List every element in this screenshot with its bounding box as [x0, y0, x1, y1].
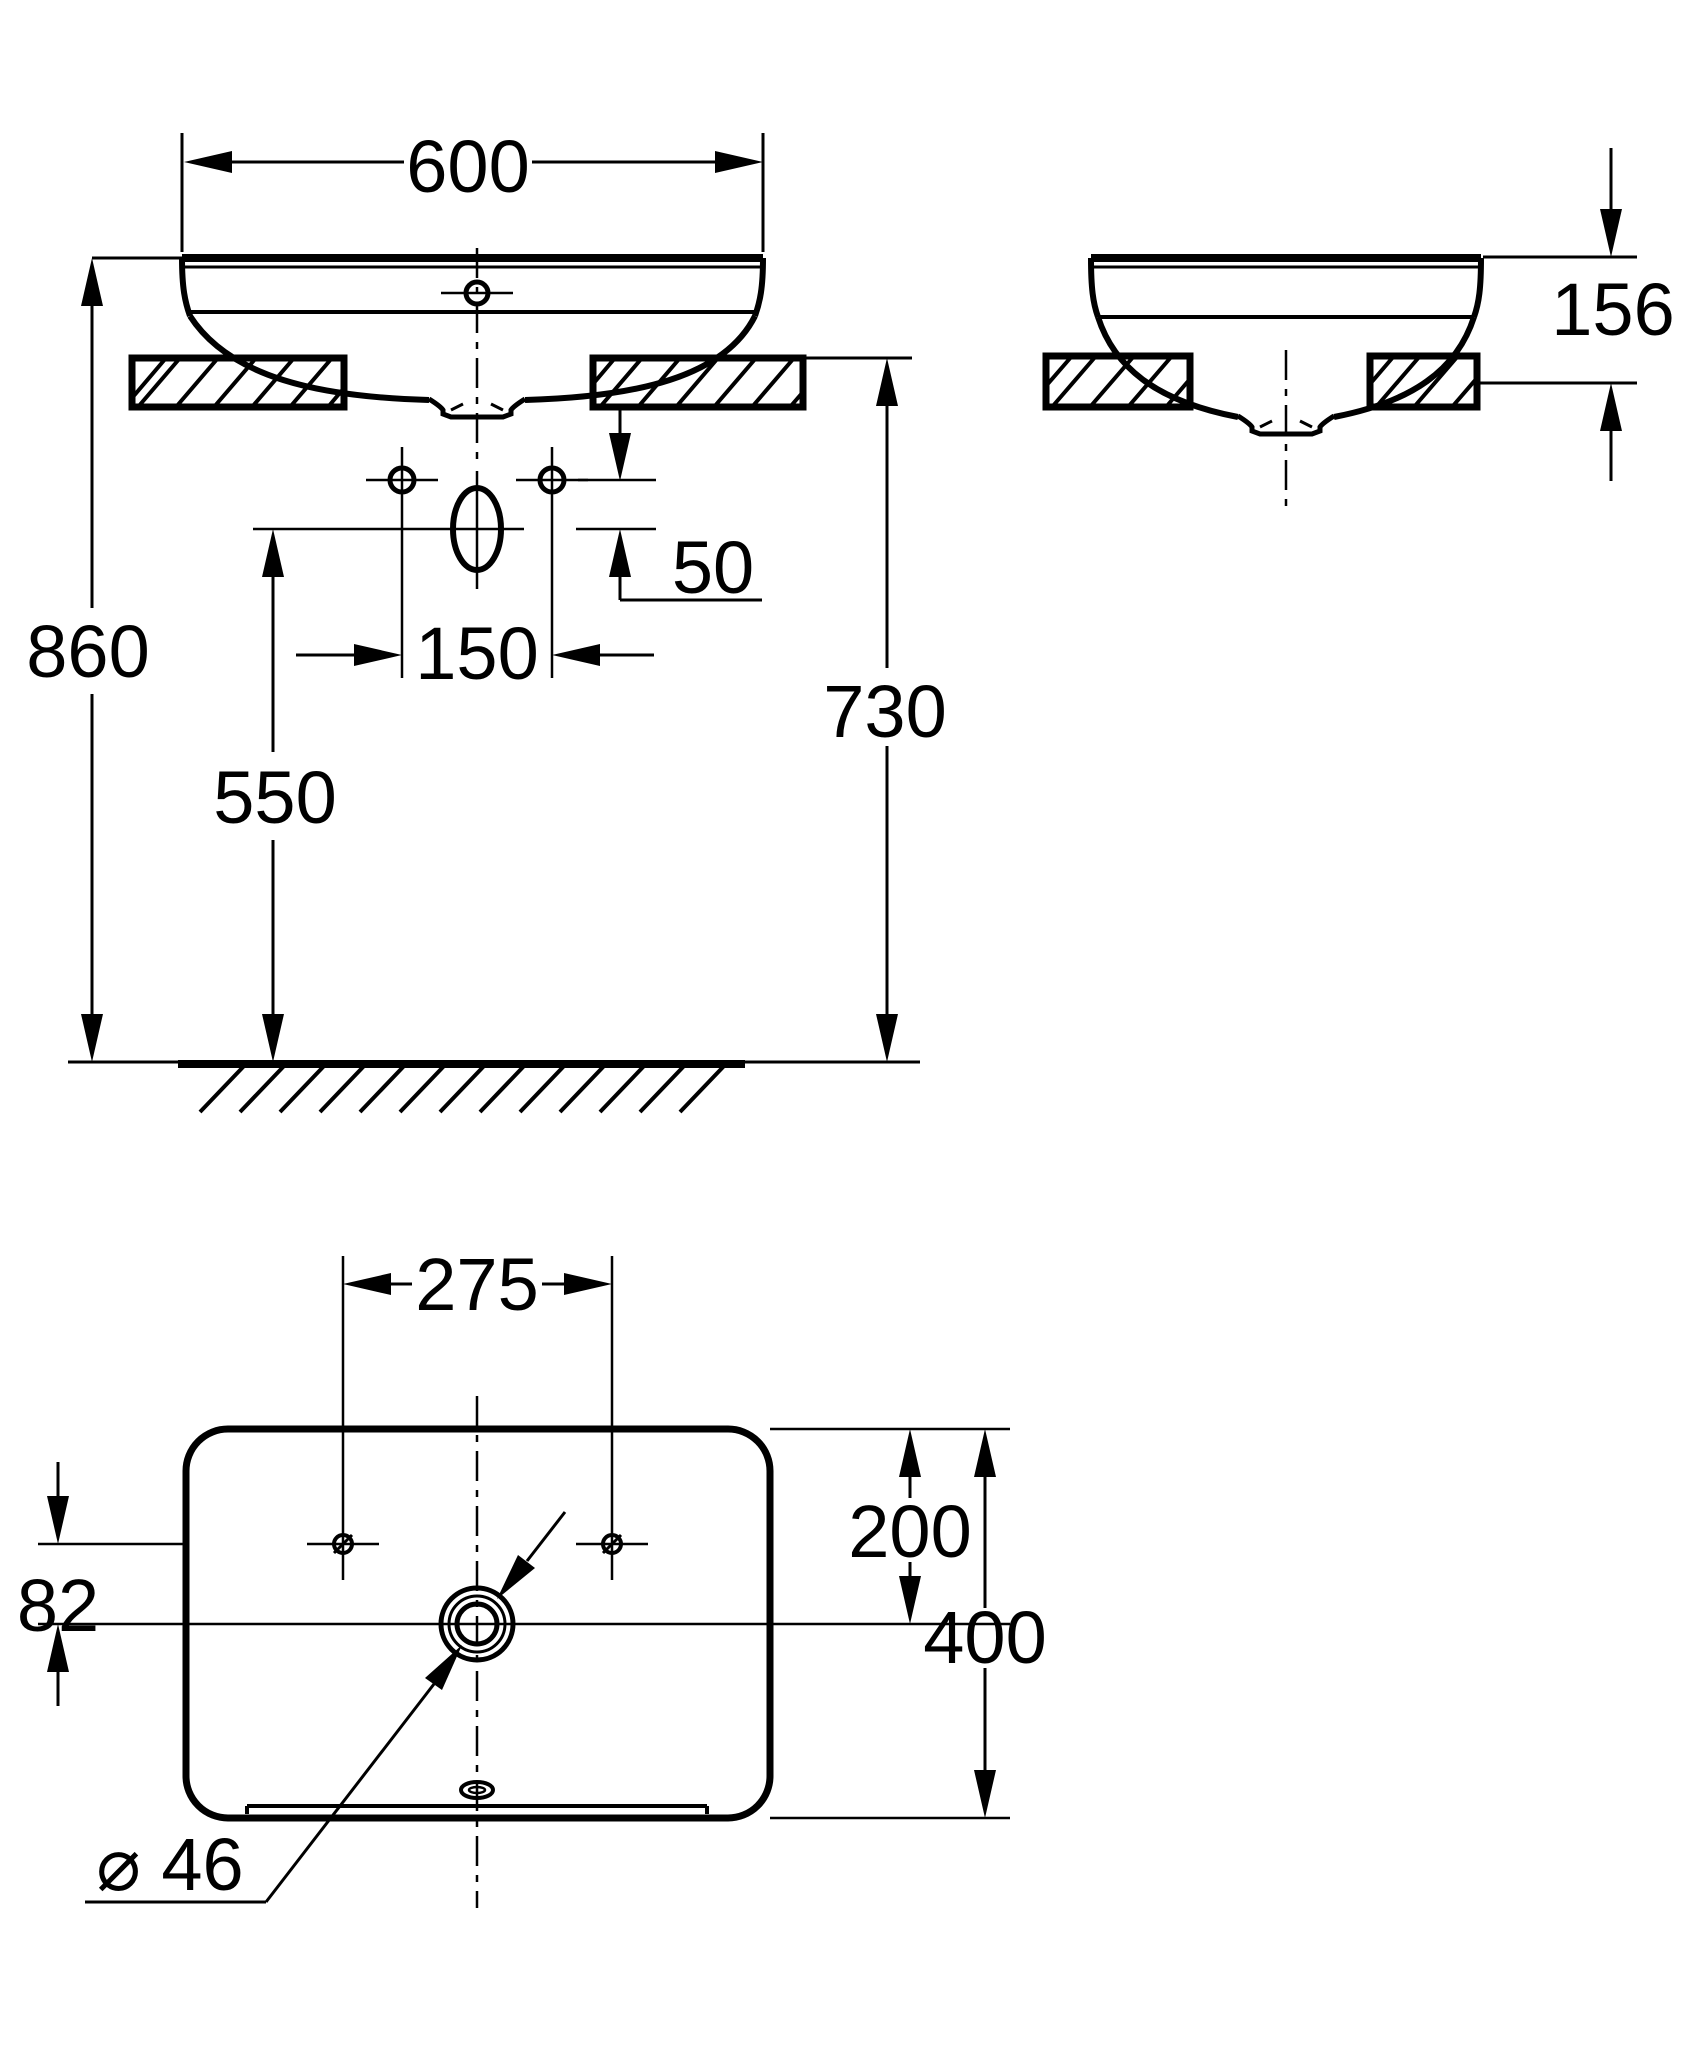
side-countertop [1042, 352, 1481, 411]
dim-50-label: 50 [672, 526, 754, 609]
front-basin-outline [179, 248, 766, 468]
dim-depth-400: 400 [770, 1429, 1047, 1820]
dim-600-label: 600 [406, 125, 529, 208]
dim-counter-height-730: 730 [823, 358, 947, 1062]
dim-width-600: 600 [180, 125, 765, 252]
dim-hole-drain-82: 82 [17, 1462, 99, 1706]
top-overflow-hole [459, 1780, 495, 1800]
dim-hole-spacing-150: 150 [296, 612, 654, 695]
dim-150-label: 150 [415, 612, 538, 695]
front-fixing-holes [366, 447, 656, 678]
overflow-hole-icon [459, 1780, 495, 1800]
front-view: 600 [26, 125, 947, 1114]
dim-edge-drain-200: 200 [770, 1427, 1010, 1624]
dim-550-label: 550 [213, 756, 336, 839]
front-drain-hole [253, 471, 656, 589]
dim-156-label: 156 [1551, 268, 1674, 351]
top-view: 275 82 200 400 [17, 1243, 1047, 1908]
front-countertop [128, 354, 912, 411]
dim-860-label: 860 [26, 610, 149, 693]
side-view: 156 [1042, 148, 1675, 508]
dim-diameter-46-label: ⌀ 46 [96, 1823, 243, 1906]
dim-200-label: 200 [848, 1490, 971, 1573]
dim-drain-height-550: 550 [213, 529, 337, 1062]
floor-line [68, 1060, 920, 1114]
dim-height-860: 860 [26, 256, 182, 1062]
top-tap-holes [307, 1256, 648, 1580]
dim-730-label: 730 [823, 670, 946, 753]
dim-hole-offset-50: 50 [609, 409, 762, 609]
top-drain [438, 1585, 516, 1663]
dim-basin-height-156: 156 [1477, 148, 1675, 481]
dim-tap-span-275: 275 [343, 1243, 612, 1326]
side-basin-outline [1088, 254, 1484, 508]
drain-outer-ring-icon [438, 1585, 516, 1663]
dim-275-label: 275 [415, 1243, 538, 1326]
dim-drain-diameter-46: ⌀ 46 [85, 1511, 567, 1906]
dim-400-label: 400 [923, 1596, 1046, 1679]
